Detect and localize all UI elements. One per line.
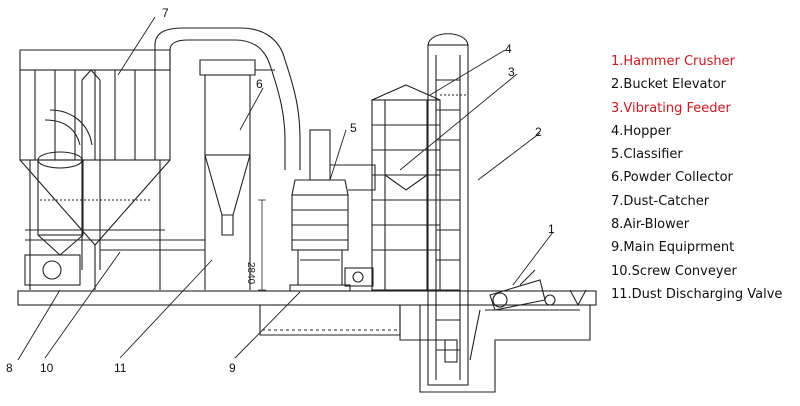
- legend-item-hammer-crusher: 1.Hammer Crusher: [611, 54, 735, 69]
- callout-2: 2: [535, 125, 542, 139]
- callout-3: 3: [508, 65, 515, 79]
- hammer-crusher: [469, 269, 587, 361]
- callout-10: 10: [40, 361, 54, 375]
- legend-item-bucket-elevator: 2.Bucket Elevator: [611, 77, 726, 93]
- main-mill: [258, 129, 376, 292]
- legend-item-hopper: 4.Hopper: [611, 123, 671, 139]
- hopper-frame: [371, 84, 441, 291]
- callout-9: 9: [229, 361, 236, 375]
- dust-catcher: [19, 49, 171, 290]
- classifier-duct: [255, 59, 301, 170]
- callout-5: 5: [350, 121, 357, 135]
- callout-6: 6: [256, 77, 263, 91]
- dimension-label: 2840: [245, 262, 256, 285]
- callout-11: 11: [114, 361, 127, 375]
- top-duct: [154, 27, 286, 70]
- leader-lines: [17, 16, 554, 361]
- return-duct: [81, 69, 205, 270]
- component-legend: 1.Hammer Crusher 2.Bucket Elevator 3.Vib…: [611, 50, 796, 306]
- foundation: [17, 290, 597, 393]
- legend-item-air-blower: 8.Air-Blower: [611, 217, 690, 233]
- callout-1: 1: [548, 222, 555, 236]
- callout-labels: 7 6 5 4 3 2 1 8 10 11 9 2840: [6, 6, 555, 375]
- legend-item-screw-conveyer: 10.Screw Conveyer: [611, 263, 737, 279]
- bucket-elevator: [427, 33, 469, 386]
- powder-collector: [199, 59, 256, 290]
- callout-4: 4: [505, 42, 512, 56]
- legend-item-dust-catcher: 7.Dust-Catcher: [611, 193, 710, 209]
- legend-item-powder-collector: 6.Powder Collector: [611, 170, 733, 186]
- legend-item-classifier: 5.Classifier: [611, 147, 683, 163]
- legend-item-vibrating-feeder: 3.Vibrating Feeder: [611, 100, 731, 116]
- callout-7: 7: [162, 6, 169, 20]
- callout-8: 8: [6, 361, 13, 375]
- legend-item-main-equipment: 9.Main Equiprment: [611, 240, 735, 256]
- legend-item-dust-discharging-valve: 11.Dust Discharging Valve: [611, 286, 783, 302]
